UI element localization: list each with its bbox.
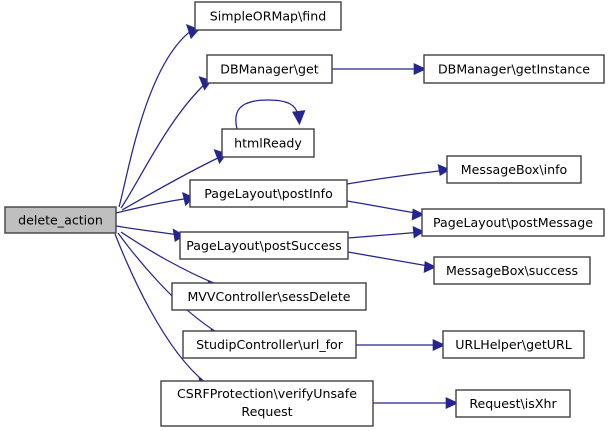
node-label: delete_action [18, 213, 103, 228]
edge-line [114, 233, 207, 384]
node-box[interactable] [221, 128, 315, 158]
node-box[interactable] [442, 330, 585, 359]
edge-line [346, 200, 423, 215]
node-label: PageLayout\postSuccess [186, 238, 341, 253]
node-box[interactable] [179, 231, 349, 260]
node-messagebox_info[interactable]: MessageBox\info [446, 155, 582, 184]
edge-line [346, 169, 448, 185]
node-box[interactable] [421, 208, 605, 237]
arrowhead-icon [411, 208, 425, 221]
node-box[interactable] [194, 1, 342, 31]
edge-htmlready-to-htmlready [235, 99, 306, 130]
node-pagelayout_postmessage[interactable]: PageLayout\postMessage [421, 208, 605, 237]
node-studipcontroller_url_for[interactable]: StudipController\url_for [182, 330, 357, 359]
node-htmlready[interactable]: htmlReady [221, 128, 315, 158]
node-urlhelper_geturl[interactable]: URLHelper\getURL [442, 330, 585, 359]
edge-line [115, 225, 181, 236]
arrowhead-icon [186, 23, 200, 40]
node-box[interactable] [433, 256, 591, 285]
edge-line [120, 231, 217, 285]
node-label-line2: Request [241, 404, 292, 419]
edge-line [117, 232, 219, 334]
node-label: PageLayout\postMessage [433, 215, 593, 230]
node-label: SimpleORMap\find [210, 9, 326, 24]
arrowhead-icon [445, 397, 459, 409]
node-label: htmlReady [234, 136, 302, 151]
node-label: MVVController\sessDelete [187, 289, 350, 304]
edge-delete_action-to-pagelayout_postinfo [115, 191, 195, 214]
node-box[interactable] [160, 380, 374, 427]
node-box[interactable] [206, 54, 333, 84]
node-box[interactable] [182, 330, 357, 359]
arrowhead-icon [412, 226, 425, 239]
node-box[interactable] [446, 155, 582, 184]
node-box[interactable] [171, 282, 367, 311]
node-request_isxhr[interactable]: Request\isXhr [455, 389, 571, 418]
node-label: DBManager\getInstance [438, 62, 590, 77]
node-box[interactable] [455, 389, 571, 418]
arrowhead-icon [423, 261, 437, 273]
node-label: MessageBox\success [446, 263, 578, 278]
node-label: PageLayout\postInfo [204, 186, 333, 201]
edge-pagelayout_postsuccess-to-messagebox_success [347, 251, 437, 273]
edge-line [120, 81, 208, 209]
node-pagelayout_postsuccess[interactable]: PageLayout\postSuccess [179, 231, 349, 260]
arrowhead-icon [432, 339, 446, 351]
arrowhead-icon [437, 164, 451, 176]
edge-line [121, 155, 223, 211]
edge-line [118, 27, 196, 208]
node-box[interactable] [423, 54, 605, 84]
arrowhead-icon [413, 63, 427, 75]
node-delete_action[interactable]: delete_action [4, 206, 117, 234]
edge-line [347, 231, 423, 239]
edge-csrfprotection_verify-to-request_isxhr [373, 397, 459, 409]
node-mvvcontroller_sessdelete[interactable]: MVVController\sessDelete [171, 282, 367, 311]
node-label: Request\isXhr [469, 396, 557, 411]
node-label: MessageBox\info [461, 162, 568, 177]
edge-studipcontroller_url_for-to-urlhelper_geturl [356, 339, 446, 351]
edge-pagelayout_postsuccess-to-pagelayout_postmessage [347, 226, 425, 239]
edge-delete_action-to-pagelayout_postsuccess [115, 225, 186, 242]
arrowhead-icon [292, 110, 306, 126]
node-label: URLHelper\getURL [455, 337, 572, 352]
node-label: DBManager\get [220, 62, 319, 77]
node-dbmanager_getinstance[interactable]: DBManager\getInstance [423, 54, 605, 84]
edge-line [347, 251, 435, 268]
node-simpleormap_find[interactable]: SimpleORMap\find [194, 1, 342, 31]
node-dbmanager_get[interactable]: DBManager\get [206, 54, 333, 84]
node-label: StudipController\url_for [196, 337, 344, 352]
node-box[interactable] [4, 206, 117, 234]
edge-dbmanager_get-to-dbmanager_getinstance [332, 63, 427, 75]
edge-line [115, 197, 191, 214]
node-box[interactable] [189, 179, 348, 208]
node-pagelayout_postinfo[interactable]: PageLayout\postInfo [189, 179, 348, 208]
edge-line [235, 99, 299, 130]
node-label: CSRFProtection\verifyUnsafe [177, 386, 357, 401]
edge-pagelayout_postinfo-to-pagelayout_postmessage [346, 200, 425, 221]
edge-delete_action-to-simpleormap_find [118, 23, 200, 208]
node-messagebox_success[interactable]: MessageBox\success [433, 256, 591, 285]
edge-pagelayout_postinfo-to-messagebox_info [346, 164, 451, 185]
node-layer: delete_action SimpleORMap\findDBManager\g… [4, 1, 605, 427]
